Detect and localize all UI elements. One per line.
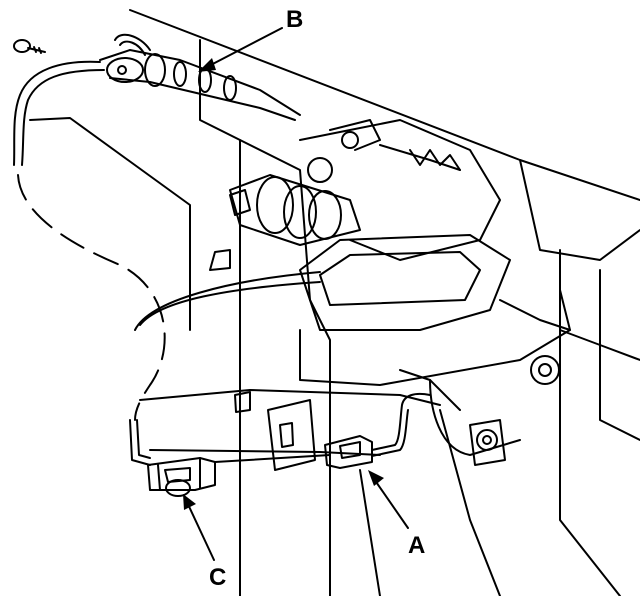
arrow-b [204, 27, 283, 69]
right-grommet [399, 369, 521, 466]
arrow-c [185, 499, 215, 561]
connector-bracket [214, 391, 331, 471]
cable [134, 189, 321, 331]
sensor-b [99, 33, 301, 121]
connector-c [147, 457, 216, 497]
mounting-screw [13, 39, 46, 54]
dashed-harness-route [17, 174, 166, 421]
harness-end [129, 419, 151, 466]
connector-a [324, 392, 431, 469]
actuator-assembly [229, 119, 501, 261]
leader-arrows [185, 27, 409, 561]
callout-c: C [209, 564, 227, 591]
arrow-a [371, 475, 409, 529]
callout-a: A [408, 532, 426, 559]
sensor-harness [13, 60, 105, 166]
housing-outline [29, 9, 640, 596]
callout-b: B [286, 6, 304, 33]
bracket-housing [299, 234, 640, 386]
